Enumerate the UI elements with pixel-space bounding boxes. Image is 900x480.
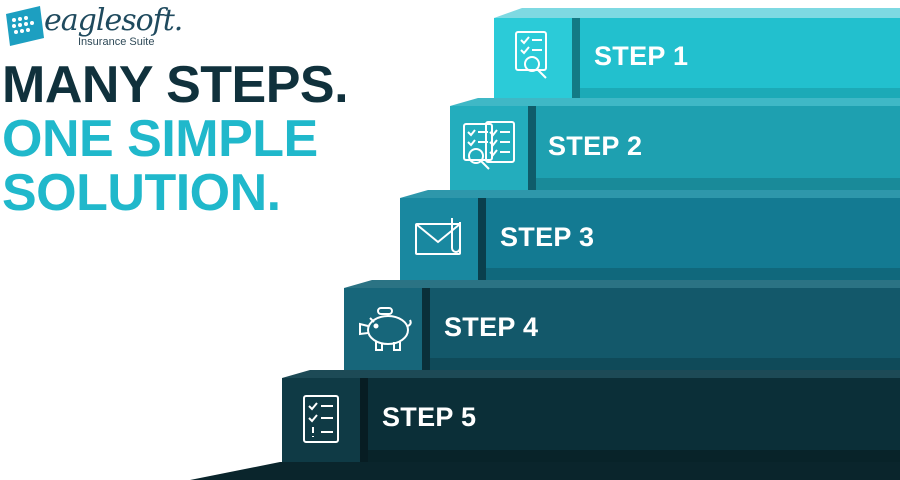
- step-1-label: STEP 1: [594, 41, 689, 71]
- piggy-bank-icon: [359, 307, 412, 351]
- step-5-label: STEP 5: [382, 402, 477, 432]
- headline-line-2: ONE SIMPLE: [2, 110, 318, 168]
- step-3-label: STEP 3: [500, 222, 595, 252]
- step-3-block: [400, 190, 900, 280]
- documents-magnifier-icon: [463, 121, 515, 170]
- step-4-block: [344, 280, 900, 370]
- step-2-label: STEP 2: [548, 131, 643, 161]
- checklist-magnifier-icon: [515, 31, 547, 79]
- step-5-block: [282, 370, 900, 462]
- brand-tagline: Insurance Suite: [78, 36, 155, 48]
- headline-line-1: MANY STEPS.: [2, 56, 349, 114]
- brand-name: eaglesoft.: [44, 3, 183, 38]
- brand-logo: eaglesoft. Insurance Suite: [4, 4, 183, 52]
- headline-line-3: SOLUTION.: [2, 164, 281, 222]
- envelope-paperclip-icon: [415, 218, 461, 255]
- headline: MANY STEPS. ONE SIMPLE SOLUTION.: [2, 56, 349, 222]
- staircase-floor: [190, 462, 900, 480]
- checklist-icon: [303, 395, 339, 443]
- step-1-block: [494, 8, 900, 98]
- step-2-block: [450, 98, 900, 190]
- step-4-label: STEP 4: [444, 312, 539, 342]
- eaglesoft-logo-icon: [6, 6, 44, 46]
